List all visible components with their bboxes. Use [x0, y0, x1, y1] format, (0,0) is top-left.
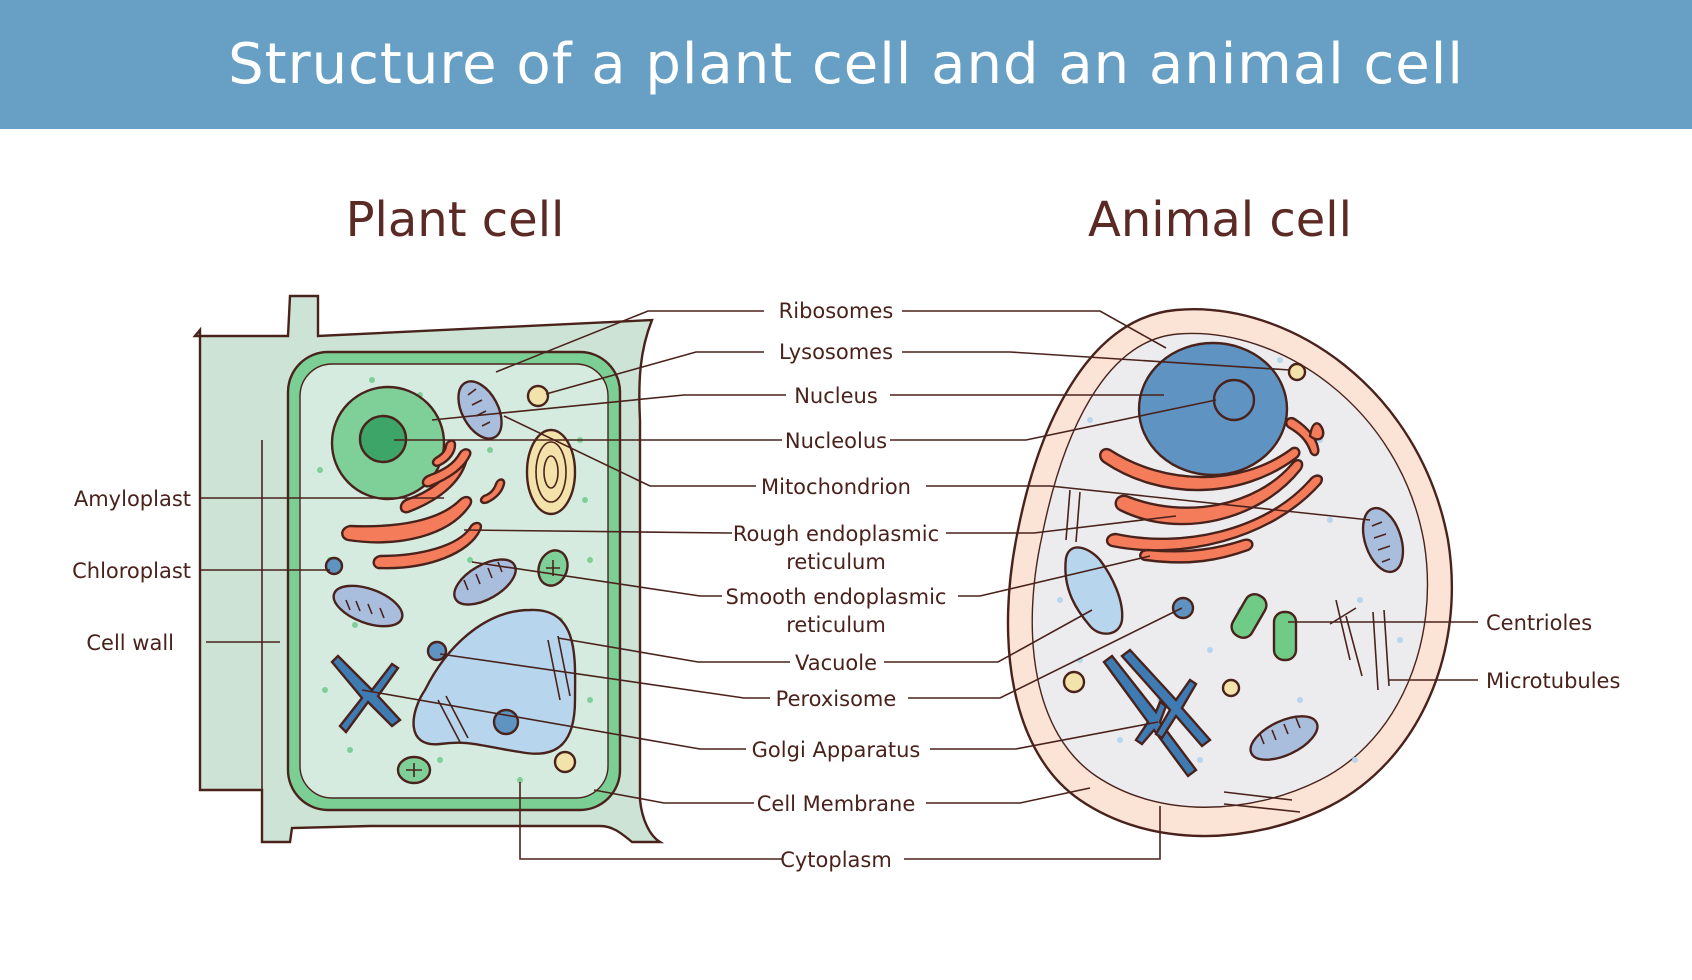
- plant-lysosome-2: [553, 750, 577, 774]
- leader-lines: [200, 310, 1478, 860]
- label-rough-er-line1: Rough endoplasmic: [733, 522, 939, 546]
- label-golgi-apparatus: Golgi Apparatus: [752, 738, 921, 762]
- label-ribosomes: Ribosomes: [779, 299, 894, 323]
- diagram-title: Structure of a plant cell and an animal …: [228, 32, 1464, 97]
- plant-peroxisome-2: [426, 640, 448, 662]
- plant-cell: [192, 294, 665, 844]
- plant-chloroplasts: [396, 549, 569, 785]
- animal-lysosome: [1287, 362, 1307, 382]
- animal-mitochondria: [1249, 506, 1405, 761]
- animal-cell-heading: Animal cell: [1088, 192, 1352, 248]
- animal-centrioles: [1230, 593, 1298, 662]
- animal-vacuole: [1064, 546, 1124, 635]
- animal-nucleus: [1137, 341, 1289, 477]
- label-smooth-er-line1: Smooth endoplasmic: [726, 585, 947, 609]
- label-cell-wall: Cell wall: [86, 631, 174, 655]
- label-microtubules: Microtubules: [1486, 669, 1620, 693]
- animal-peroxisome: [1171, 596, 1195, 620]
- animal-endoplasmic-reticulum: [1099, 416, 1325, 564]
- animal-golgi-apparatus: [1102, 648, 1212, 778]
- label-lysosomes: Lysosomes: [779, 340, 893, 364]
- label-nucleolus: Nucleolus: [785, 429, 887, 453]
- animal-lysosome-3: [1221, 678, 1241, 698]
- label-smooth-er-line2: reticulum: [786, 613, 886, 637]
- label-cytoplasm: Cytoplasm: [780, 848, 892, 872]
- title-banner: Structure of a plant cell and an animal …: [0, 0, 1692, 129]
- label-nucleus: Nucleus: [794, 384, 878, 408]
- plant-cell-heading: Plant cell: [345, 192, 565, 248]
- plant-nucleolus: [358, 414, 408, 464]
- plant-peroxisome: [324, 556, 344, 576]
- animal-label-column: Centrioles Microtubules: [1486, 611, 1620, 693]
- animal-cell: [1006, 308, 1454, 838]
- label-amyloplast: Amyloplast: [74, 487, 191, 511]
- animal-nucleolus: [1212, 378, 1256, 422]
- plant-mitochondria: [332, 380, 517, 628]
- label-peroxisome: Peroxisome: [776, 687, 897, 711]
- label-chloroplast: Chloroplast: [72, 559, 191, 583]
- plant-lysosome: [526, 384, 550, 408]
- label-centrioles: Centrioles: [1486, 611, 1592, 635]
- plant-vacuole: [412, 608, 577, 755]
- label-vacuole: Vacuole: [795, 651, 877, 675]
- plant-golgi-apparatus: [330, 654, 402, 734]
- plant-amyloplast: [525, 428, 577, 516]
- animal-lysosome-2: [1062, 670, 1086, 694]
- label-cell-membrane: Cell Membrane: [757, 792, 915, 816]
- plant-label-column: Amyloplast Chloroplast Cell wall: [72, 487, 191, 655]
- center-label-column: Ribosomes Lysosomes Nucleus Nucleolus Mi…: [726, 299, 947, 872]
- label-rough-er-line2: reticulum: [786, 550, 886, 574]
- label-mitochondrion: Mitochondrion: [761, 475, 911, 499]
